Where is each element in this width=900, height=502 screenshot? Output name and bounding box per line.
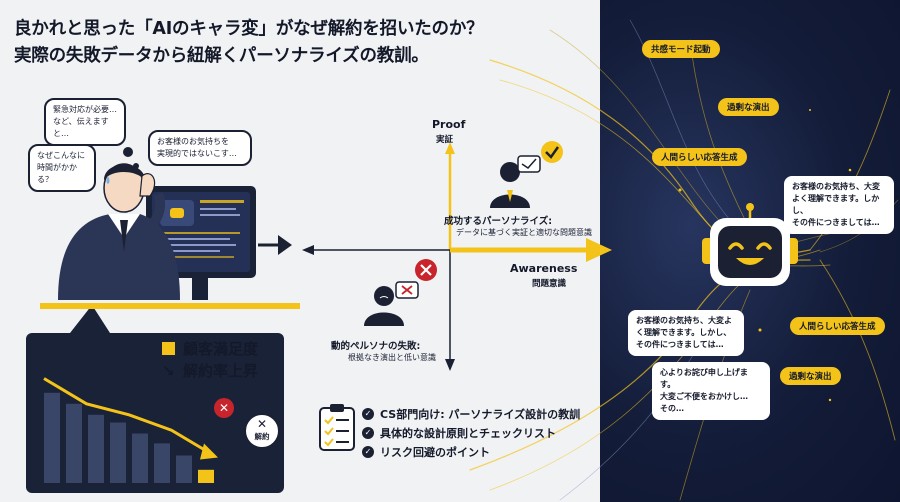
chart-bar [154,443,170,483]
chart-bar [66,403,82,483]
complaint-bubble-feelings: お客様のお気持ちを 実現的ではないこす… [148,130,252,166]
y-axis-label-ja: 実証 [436,135,454,145]
close-icon: ✕ [256,417,268,431]
checklist-item: ✓ CS部門向け: パーソナライズ設計の教訓 [362,404,580,423]
tag-empathy-mode: 共感モード起動 [642,40,720,58]
checklist-item: ✓ 具体的な設計原則とチェックリスト [362,423,580,442]
y-axis-label-en: Proof [432,118,466,131]
legend-churn-label: 解約率上昇 [183,362,259,380]
check-icon: ✓ [362,445,374,458]
success-title: 成功するパーソナライズ: [444,216,553,227]
success-description: データに基づく実証と適切な問題意識 [456,228,592,237]
checklist-item-label: CS部門向け: パーソナライズ設計の教訓 [380,407,581,421]
desk-accent-bar [40,303,300,309]
down-right-arrow-icon: ↘ [162,362,175,380]
complaint-bubble-urgent: 緊急対応が必要… など、伝えますと… [44,98,126,146]
ai-reply-bubble-top: お客様のお気持ち、大変 よく理解できます。しかし、 その件につきましては… [784,176,894,234]
tag-humanlike-response-top: 人間らしい応答生成 [652,148,747,166]
legend-churn: ↘ 解約率上昇 [162,360,258,381]
tag-excessive-staging-bottom: 過剰な演出 [780,367,841,385]
title-line-2: 実際の失敗データから紐解くパーソナライズの教訓。 [14,46,429,66]
failure-description: 根拠なき演出と低い意識 [348,353,436,362]
success-persona-icon [490,141,563,208]
failure-title: 動的ペルソナの失敗: [331,341,421,352]
ai-reply-bubble-middle: お客様のお気持ち、大変よ く理解できます。しかし、 その件につきましては… [628,310,744,356]
cancellation-label: 解約 [254,432,270,441]
complaint-bubble-wait-time: なぜこんなに 時間がかかる？ [28,144,96,192]
chart-bar [132,433,148,483]
transition-arrow-left [258,235,292,255]
legend-satisfaction-label: 顧客満足度 [183,340,259,358]
decline-trend-line [43,377,215,457]
tag-excessive-staging-top: 過剰な演出 [718,98,779,116]
page-title: 良かれと思った「AIのキャラ変」がなぜ解約を招いたのか？ 実際の失敗データから紐… [14,16,614,70]
x-axis-label-en: Awareness [510,262,578,275]
x-axis-label-ja: 問題意識 [532,279,567,289]
chart-bar [110,422,126,483]
clipboard-checklist-icon [319,404,355,451]
legend-satisfaction: 顧客満足度 [162,338,258,359]
chart-bar [88,414,104,483]
ai-chatbot-robot-icon [702,203,798,286]
check-icon: ✓ [362,426,374,439]
check-icon: ✓ [362,407,374,420]
yellow-square-icon [162,342,175,355]
ai-reply-bubble-bottom: 心よりお詫び申し上げます。 大変ご不便をおかけし… その… [652,362,770,420]
satisfaction-churn-chart [43,377,218,483]
title-line-1: 良かれと思った「AIのキャラ変」がなぜ解約を招いたのか？ [14,19,484,39]
checklist-item-label: リスク回避のポイント [380,445,490,459]
checklist-item-label: 具体的な設計原則とチェックリスト [380,426,556,440]
chart-bar [44,392,60,483]
checklist-item: ✓ リスク回避のポイント [362,442,580,461]
failure-persona-icon [364,259,437,326]
proof-awareness-quadrant [302,142,612,371]
cancellation-badge: ✕ 解約 [244,413,280,449]
red-x-icon: ✕ [214,398,234,418]
lessons-checklist: ✓CS部門向け: パーソナライズ設計の教訓 ✓具体的な設計原則とチェックリスト … [362,404,580,461]
chart-bar [198,469,214,483]
churn-chart-card [26,333,284,493]
chart-bar [176,455,192,483]
tag-humanlike-response-bottom: 人間らしい応答生成 [790,317,885,335]
trend-arrowhead [200,443,218,460]
